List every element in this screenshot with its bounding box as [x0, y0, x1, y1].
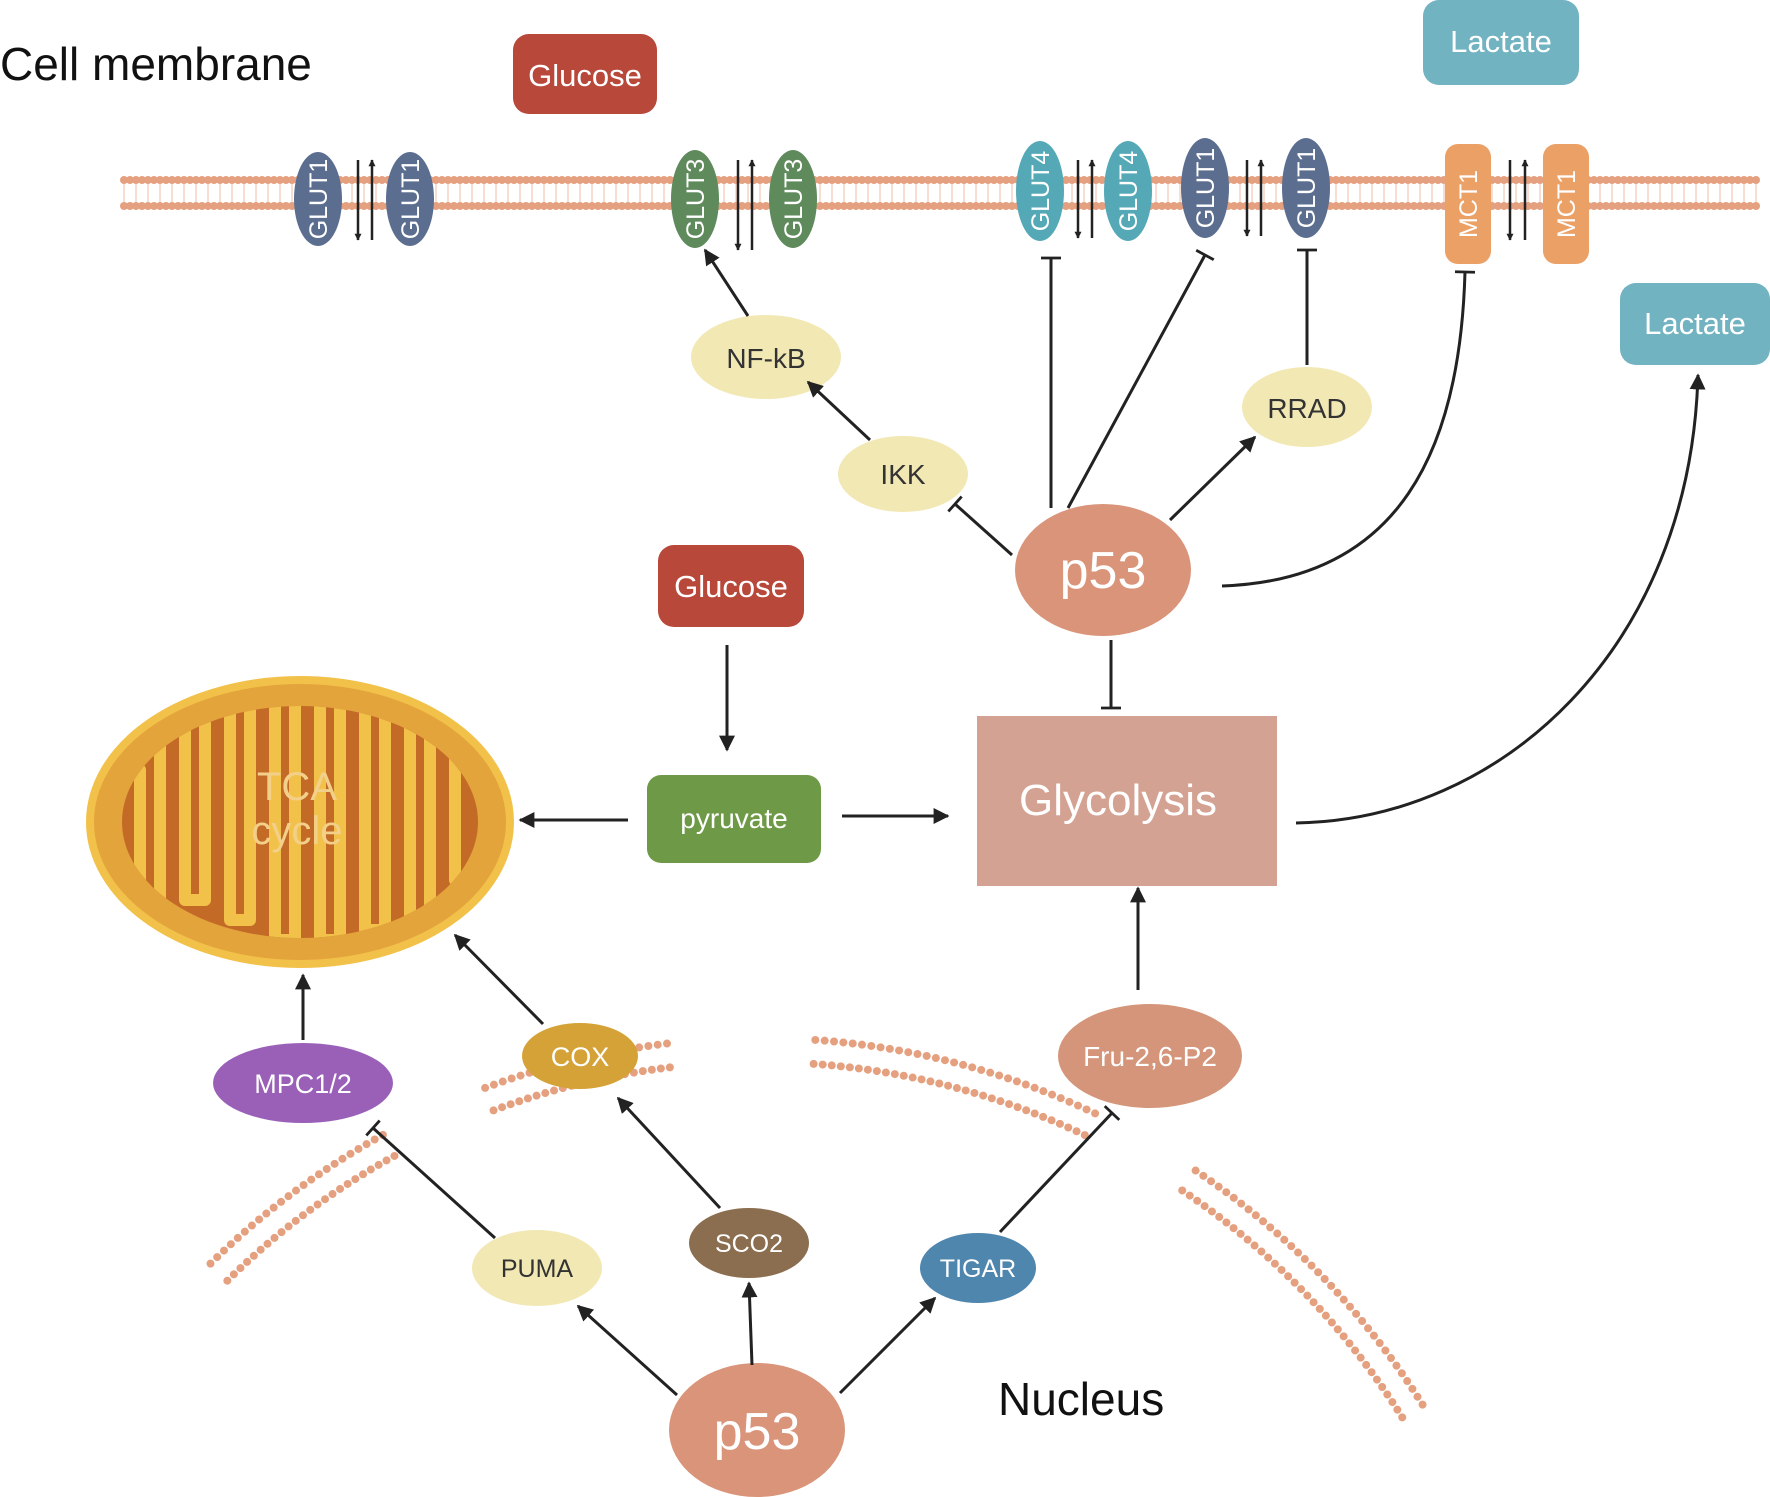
glut3-label: GLUT3: [780, 159, 808, 240]
mct1-label: MCT1: [1455, 170, 1483, 238]
mct1-transporter-pair: MCT1 MCT1: [1445, 144, 1589, 264]
ikk-node: [838, 436, 968, 512]
puma-label: PUMA: [501, 1255, 574, 1283]
p53-upper-node: [1015, 504, 1191, 636]
mpc-label: MPC1/2: [254, 1069, 352, 1099]
fru-label: Fru-2,6-P2: [1083, 1041, 1217, 1072]
nfkb-node: [691, 315, 841, 399]
p53-upper-label: p53: [1060, 542, 1147, 600]
glycolysis-box: [977, 716, 1277, 886]
connectors: [295, 248, 1706, 1397]
sco2-node: [689, 1208, 809, 1278]
pyruvate-box: [647, 775, 821, 863]
tigar-node: [920, 1233, 1036, 1303]
puma-node: [472, 1230, 602, 1306]
mct1-transporter: [1543, 144, 1589, 264]
glut1-label: GLUT1: [1293, 148, 1321, 229]
mct1-label: MCT1: [1553, 170, 1581, 238]
glut3-label: GLUT3: [682, 159, 710, 240]
tigar-label: TIGAR: [940, 1255, 1016, 1283]
lactate-cytosol-box: [1620, 283, 1770, 365]
pyruvate-label: pyruvate: [680, 803, 787, 834]
mct1-transporter: [1445, 144, 1491, 264]
p53-inhibits-ikk: [947, 495, 1014, 557]
glycolysis-label: Glycolysis: [1019, 776, 1217, 825]
nfkb-label: NF-kB: [726, 343, 805, 374]
rrad-node: [1242, 367, 1372, 447]
glucose-cytosol-label: Glucose: [674, 569, 788, 604]
p53-to-puma-arrow: [576, 1304, 679, 1397]
p53-lower-node: [669, 1363, 845, 1497]
cox-node: [522, 1023, 638, 1089]
lactate-outside-label: Lactate: [1450, 24, 1552, 59]
nfkb-to-glut3-arrow: [703, 248, 750, 317]
tca-cycle-label-line2: cycle: [251, 809, 342, 853]
sco2-to-cox-arrow: [616, 1096, 722, 1210]
ikk-to-nfkb-arrow: [806, 380, 872, 442]
cox-label: COX: [551, 1042, 610, 1072]
glut1-transporter: [294, 152, 342, 246]
nucleus-label: Nucleus: [998, 1373, 1164, 1425]
glucose-outside-box: [513, 34, 657, 114]
lactate-outside-box: [1423, 0, 1579, 85]
puma-inhibits-mpc: [365, 1119, 497, 1240]
cell-membrane-label: Cell membrane: [0, 38, 312, 90]
mitochondrion: TCA cycle: [86, 676, 514, 968]
cell-membrane-bilayer: [120, 176, 1760, 210]
ikk-label: IKK: [880, 459, 925, 490]
tigar-inhibits-fru: [998, 1105, 1121, 1234]
glut3-transporter: [671, 150, 719, 248]
glut3-transporter-pair: GLUT3 GLUT3: [671, 150, 817, 251]
glut3-transporter: [769, 150, 817, 248]
tca-cycle-label-line1: TCA: [257, 765, 337, 809]
p53-inhibits-mct1: [1221, 270, 1476, 588]
p53-lower-label: p53: [714, 1403, 801, 1461]
fru-node: [1058, 1004, 1242, 1108]
glut4-transporter: [1016, 141, 1064, 241]
glut4-transporter-pair: GLUT4 GLUT4: [1016, 141, 1152, 241]
rrad-label: RRAD: [1267, 393, 1346, 424]
glut1-label: GLUT1: [305, 159, 333, 240]
p53-to-sco2-arrow: [741, 1281, 758, 1366]
glucose-outside-label: Glucose: [528, 58, 642, 93]
glut1-label: GLUT1: [397, 159, 425, 240]
glut1-transporter: [1282, 138, 1330, 238]
p53-to-tigar-arrow: [838, 1296, 937, 1395]
glut4-transporter: [1104, 141, 1152, 241]
glycolysis-to-lactate-arrow: [1295, 373, 1706, 825]
glut1-label: GLUT1: [1192, 148, 1220, 229]
glut1-transporter: [386, 152, 434, 246]
glucose-cytosol-box: [658, 545, 804, 627]
glut1-transporter: [1181, 138, 1229, 238]
sco2-label: SCO2: [715, 1230, 783, 1258]
glut4-label: GLUT4: [1027, 151, 1055, 232]
p53-to-rrad-arrow: [1168, 435, 1257, 522]
p53-inhibits-glut1: [1066, 249, 1215, 509]
mpc-node: [213, 1043, 393, 1123]
glut4-label: GLUT4: [1115, 151, 1143, 232]
lactate-cytosol-label: Lactate: [1644, 306, 1746, 341]
glut1-transporter-pair-a: GLUT1 GLUT1: [294, 152, 434, 246]
cox-to-mitochondrion-arrow: [453, 933, 545, 1026]
glut1-transporter-pair-b: GLUT1 GLUT1: [1181, 138, 1330, 238]
